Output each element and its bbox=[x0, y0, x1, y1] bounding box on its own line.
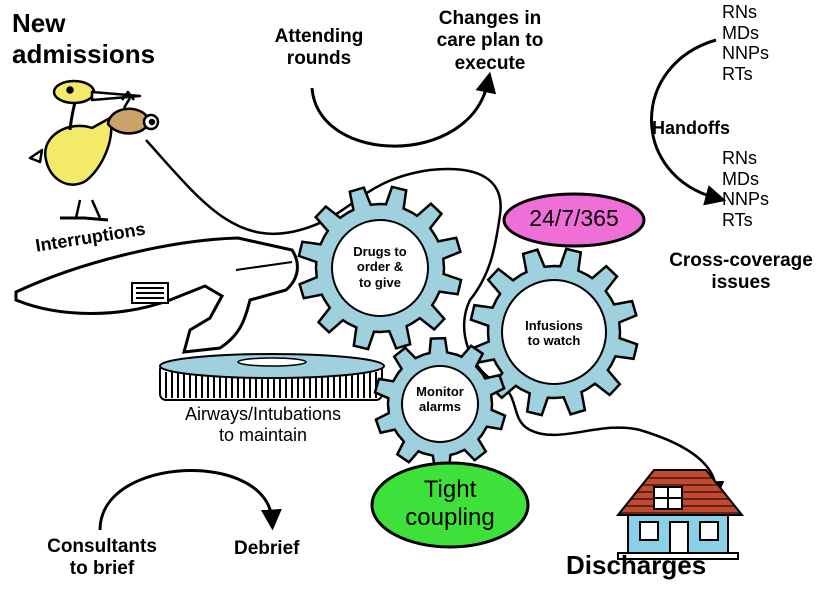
badge-247-label: 24/7/365 bbox=[529, 205, 619, 231]
gear-drugs-label: Drugs to order & to give bbox=[353, 244, 407, 290]
tight-coupling-label: Tight coupling bbox=[405, 476, 495, 532]
tight-coupling-shape bbox=[370, 461, 530, 549]
consultants-arrow bbox=[98, 469, 282, 531]
gear-hub bbox=[331, 219, 429, 317]
staff-list-bottom: RNs MDs NNPs RTs bbox=[722, 148, 770, 231]
gear-hub bbox=[501, 279, 607, 385]
gear-hub bbox=[401, 365, 479, 443]
discharges-label: Discharges bbox=[566, 550, 707, 580]
cross-coverage-label: Cross-coverage issues bbox=[669, 250, 813, 294]
staff-list-top: RNs MDs NNPs RTs bbox=[722, 2, 770, 85]
handoffs-label: Handoffs bbox=[652, 118, 730, 138]
gear-infusions-label: Infusions to watch bbox=[525, 318, 583, 349]
airways-label: Airways/Intubations to maintain bbox=[184, 404, 342, 446]
gear-infusions-icon bbox=[469, 247, 639, 417]
attending-rounds-label: Attending rounds bbox=[274, 26, 364, 70]
rounds-arrow bbox=[310, 71, 497, 148]
patient-flow-line bbox=[145, 139, 725, 499]
handoffs-arrow bbox=[650, 38, 727, 206]
gear-monitor-icon bbox=[373, 336, 507, 472]
wrench-icon bbox=[14, 236, 299, 354]
gear-drugs-icon bbox=[297, 185, 463, 351]
new-admissions-label: New admissions bbox=[12, 8, 156, 69]
house-icon bbox=[615, 469, 745, 560]
changes-care-plan-label: Changes in care plan to execute bbox=[436, 8, 544, 74]
debrief-label: Debrief bbox=[234, 538, 300, 559]
gear-monitor-label: Monitor alarms bbox=[416, 384, 464, 415]
disc-gear-icon bbox=[159, 353, 385, 401]
consultants-label: Consultants to brief bbox=[47, 536, 157, 580]
stork-icon bbox=[28, 79, 160, 222]
badge-247-shape bbox=[502, 192, 646, 248]
